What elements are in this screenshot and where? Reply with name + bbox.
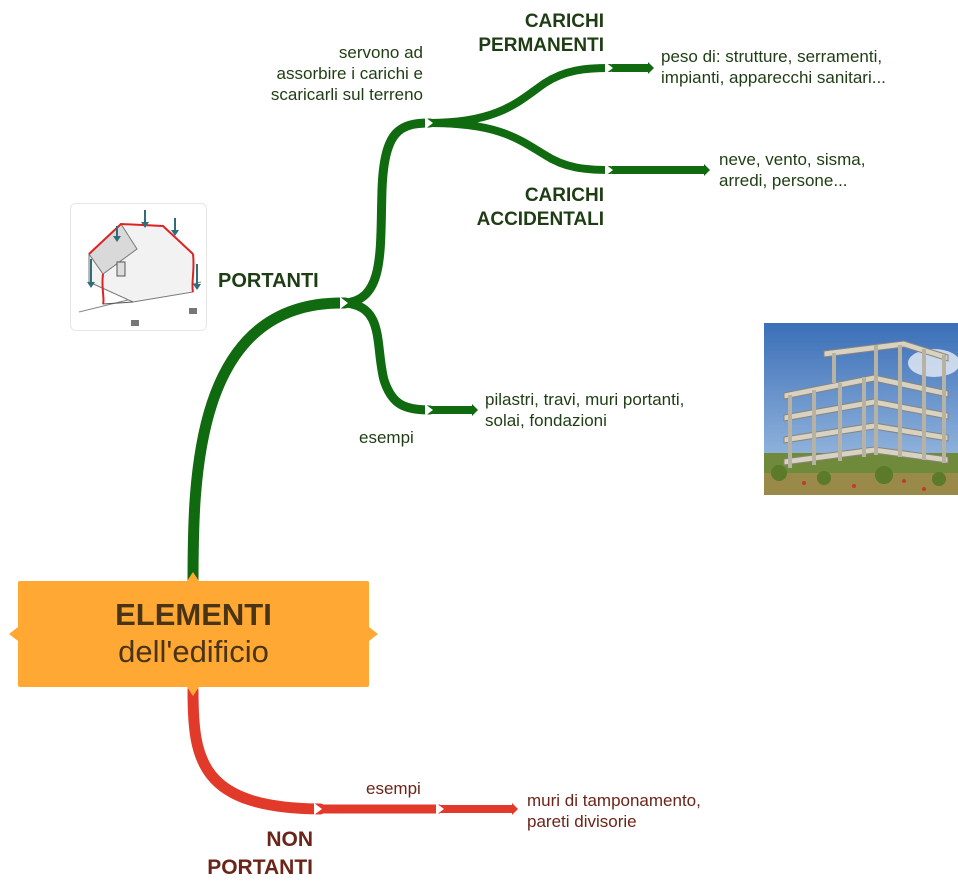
- portanti-esempi-label: esempi: [359, 428, 414, 447]
- branch-function: [340, 118, 435, 308]
- non-portanti-line-2: PORTANTI: [207, 856, 313, 879]
- central-node-subtitle: dell'edificio: [118, 634, 269, 669]
- branch-non-portanti: [187, 684, 326, 815]
- permanenti-text-line-2: impianti, apparecchi sanitari...: [661, 68, 886, 87]
- function-line-2: assorbire i carichi e: [276, 64, 423, 83]
- permanenti-text-line-1: peso di: strutture, serramenti,: [661, 47, 883, 66]
- permanenti-line-2: PERMANENTI: [478, 35, 604, 56]
- function-line-1: servono ad: [338, 43, 423, 62]
- accidentali-line-1: CARICHI: [524, 185, 604, 206]
- carichi-accidentali-text: neve, vento, sisma, arredi, persone...: [719, 149, 865, 191]
- central-node-title: ELEMENTI: [115, 597, 272, 632]
- branch-accidentali: [426, 119, 614, 174]
- carichi-accidentali-label[interactable]: CARICHI ACCIDENTALI: [420, 184, 604, 232]
- house-loads-icon: [70, 203, 207, 331]
- esempi-non-portanti-line-1: muri di tamponamento,: [527, 791, 701, 810]
- portanti-function-text: servono ad assorbire i carichi e scarica…: [210, 42, 423, 105]
- non-portanti-esempi-text: muri di tamponamento, pareti divisorie: [527, 790, 701, 832]
- accidentali-line-2: ACCIDENTALI: [476, 209, 604, 230]
- accidentali-text-line-1: neve, vento, sisma,: [719, 150, 866, 169]
- portanti-esempi-text: pilastri, travi, muri portanti, solai, f…: [485, 389, 684, 431]
- central-node[interactable]: ELEMENTI dell'edificio: [18, 581, 369, 687]
- function-line-3: scaricarli sul terreno: [270, 85, 423, 104]
- accidentali-text-line-2: arredi, persone...: [719, 171, 848, 190]
- non-portanti-label[interactable]: NON PORTANTI: [150, 826, 313, 882]
- esempi-non-portanti-line-2: pareti divisorie: [527, 812, 637, 831]
- esempi-portanti-line-1: pilastri, travi, muri portanti,: [485, 390, 685, 409]
- branch-esempi-portanti: [340, 298, 435, 415]
- branch-portanti: [187, 297, 351, 591]
- building-frame-photo: [764, 323, 958, 495]
- carichi-permanenti-label[interactable]: CARICHI PERMANENTI: [420, 10, 604, 58]
- non-portanti-line-1: NON: [266, 828, 313, 851]
- portanti-label[interactable]: PORTANTI: [218, 270, 319, 292]
- esempi-portanti-line-2: solai, fondazioni: [485, 411, 607, 430]
- non-portanti-esempi-label: esempi: [366, 779, 421, 798]
- branch-permanenti: [426, 64, 614, 127]
- permanenti-line-1: CARICHI: [524, 11, 604, 32]
- carichi-permanenti-text: peso di: strutture, serramenti, impianti…: [661, 46, 886, 88]
